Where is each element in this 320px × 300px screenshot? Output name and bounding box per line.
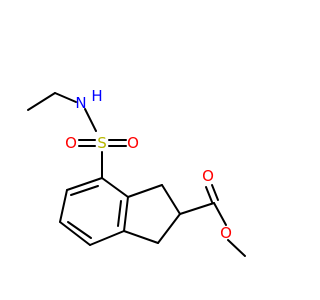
bond-c2-carbonyl-c <box>179 202 215 215</box>
atom-sulfur: S <box>97 134 107 152</box>
atom-oxygen-sulfonyl-left: O <box>65 134 77 152</box>
bond-c7-c6-inner <box>70 185 99 196</box>
bond-c2-c3 <box>157 213 181 244</box>
bond-o-ester-ch3 <box>227 239 246 257</box>
atom-oxygen-sulfonyl-right: O <box>127 134 139 152</box>
bond-c7-c6 <box>66 177 103 191</box>
bond-ch3-ch2 <box>27 92 56 111</box>
atom-hydrogen: H <box>91 87 102 105</box>
bond-c7a-c1 <box>127 184 163 198</box>
atom-nitrogen: N <box>75 94 86 112</box>
molecule-structure-diagram: N H S O O O O <box>27 87 246 257</box>
bond-c3a-c7a <box>123 196 129 232</box>
bond-c3a-c7a-inner <box>117 200 122 227</box>
bonds <box>27 92 246 257</box>
atom-oxygen-carbonyl: O <box>202 167 214 185</box>
bond-c1-c2 <box>161 184 181 215</box>
atom-labels: N H S O O O O <box>65 87 232 242</box>
atom-oxygen-ester: O <box>220 224 232 242</box>
bond-c5-c4-inner <box>67 221 92 239</box>
bond-n-s <box>84 108 97 132</box>
bond-carbonyl-o-b <box>211 184 219 201</box>
bond-c5-c4 <box>59 221 91 246</box>
bond-c3-c3a <box>123 230 159 244</box>
bond-carbonyl-o-a <box>205 186 213 203</box>
bond-c7a-c7 <box>101 177 129 198</box>
bond-carbonyl-c-o-ester <box>213 202 227 226</box>
bond-c4-c3a <box>89 230 125 246</box>
bond-ch2-n <box>54 92 77 103</box>
bond-c6-c5 <box>59 189 68 223</box>
